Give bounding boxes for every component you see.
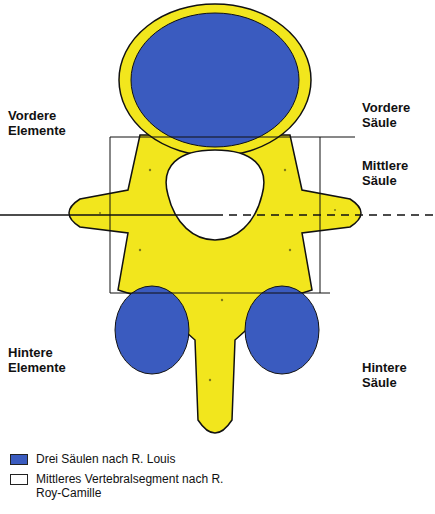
vertebral-body-rim	[119, 4, 311, 156]
legend-swatch	[10, 474, 28, 485]
vertebral-body-column	[131, 13, 299, 147]
column-label: Hintere Säule	[362, 360, 432, 390]
element-label: Vordere Elemente	[8, 108, 98, 138]
legend-entry: Drei Säulen nach R. Louis	[10, 452, 246, 466]
element-label: Hintere Elemente	[8, 345, 98, 375]
spinal-canal	[166, 150, 264, 240]
bone-texture	[99, 169, 336, 381]
legend-text: Drei Säulen nach R. Louis	[36, 452, 246, 466]
segment-lines	[0, 137, 435, 293]
legend-entry: Mittleres Vertebralsegment nach R. Roy-C…	[10, 472, 246, 500]
vertebral-arch	[69, 135, 361, 433]
facet-column-right	[245, 286, 319, 374]
legend-swatch	[10, 454, 28, 465]
column-label: Vordere Säule	[362, 100, 432, 130]
legend-text: Mittleres Vertebralsegment nach R. Roy-C…	[36, 472, 246, 500]
column-label: Mittlere Säule	[362, 158, 432, 188]
facet-column-left	[115, 286, 189, 374]
